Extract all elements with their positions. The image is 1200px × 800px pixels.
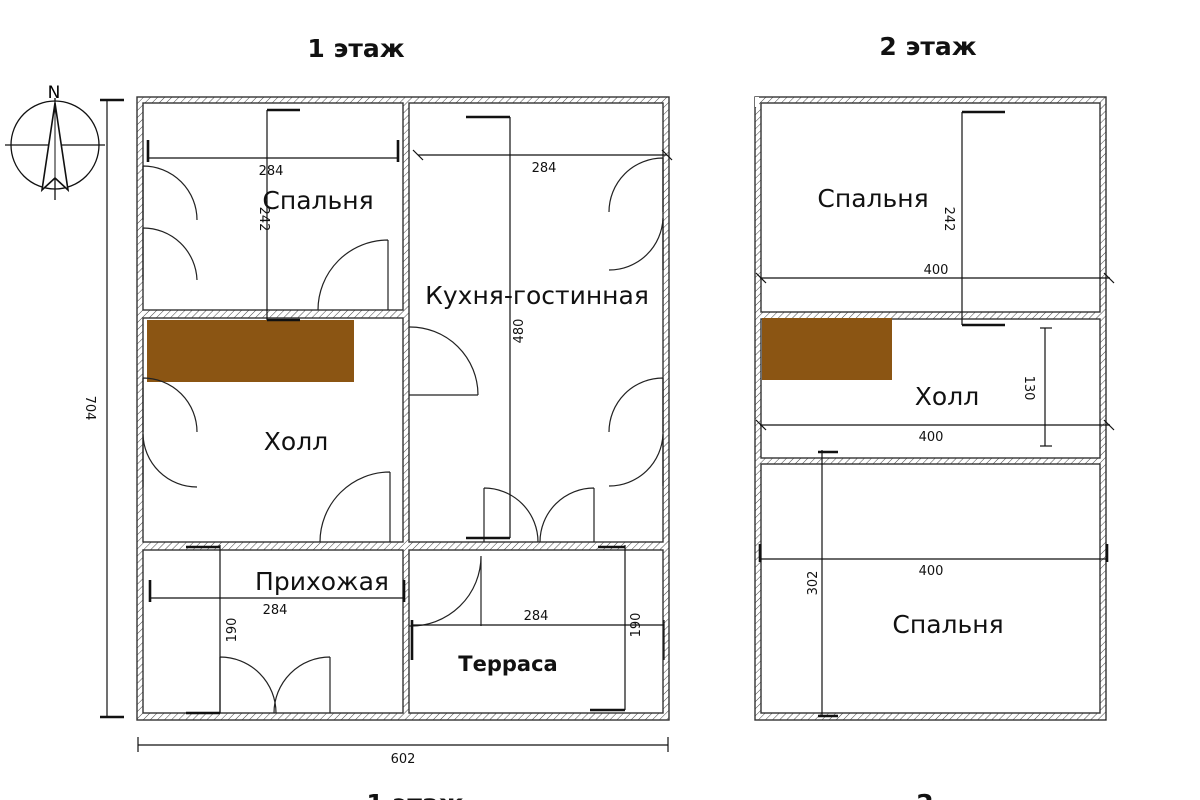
floor1-kitchen-depth-text: 480 [512, 319, 527, 344]
floor1-kitchen-width-text: 284 [532, 161, 557, 176]
floor2-bedroom-top-depth-text: 242 [941, 207, 956, 232]
compass-north-label: N [48, 83, 61, 103]
floor2-bedroom-bottom-label: Спальня [892, 610, 1003, 639]
floor2-bedroom-bottom-depth-text: 302 [806, 571, 821, 596]
floor1-entry-depth-text: 190 [225, 618, 240, 643]
floor1-terrace-width-text: 284 [524, 609, 549, 624]
floor1-entry-width-text: 284 [263, 603, 288, 618]
floor2-hall-label: Холл [915, 382, 979, 411]
floor2-title-bottom: 2 [916, 789, 933, 800]
floor2-bedroom-bottom-width-text: 400 [919, 564, 944, 579]
floor1-bedroom-depth-text: 242 [256, 207, 271, 232]
floor1-title-bottom: 1 этаж [366, 789, 463, 800]
floor2-stairs [762, 318, 892, 380]
floor2-title: 2 этаж [879, 32, 976, 61]
floor1-total-width-text: 602 [391, 752, 416, 767]
floor2-bedroom-top-label: Спальня [817, 184, 928, 213]
floor1-dimension-lines [100, 98, 673, 752]
floor1-entry-label: Прихожая [255, 567, 389, 596]
floor1-terrace-label: Терраса [458, 652, 557, 676]
floor1-bedroom-label: Спальня [262, 186, 373, 215]
floor1-hall-label: Холл [264, 427, 328, 456]
floor2-hall-width-text: 400 [919, 430, 944, 445]
floor1-total-depth-text: 704 [82, 396, 97, 421]
compass-icon: N [5, 83, 105, 200]
floor2-dimension-lines [755, 110, 1115, 718]
floor1-terrace-depth-text: 190 [629, 613, 644, 638]
floor1-stairs [147, 320, 354, 382]
floor1-walls [136, 96, 670, 721]
floor1-title: 1 этаж [307, 34, 404, 63]
floor2-hall-depth-text: 130 [1021, 376, 1036, 401]
floor1-bedroom-width-text: 284 [259, 164, 284, 179]
floor2-bedroom-top-width-text: 400 [924, 263, 949, 278]
floor1-kitchen-label: Кухня-гостинная [425, 281, 649, 310]
